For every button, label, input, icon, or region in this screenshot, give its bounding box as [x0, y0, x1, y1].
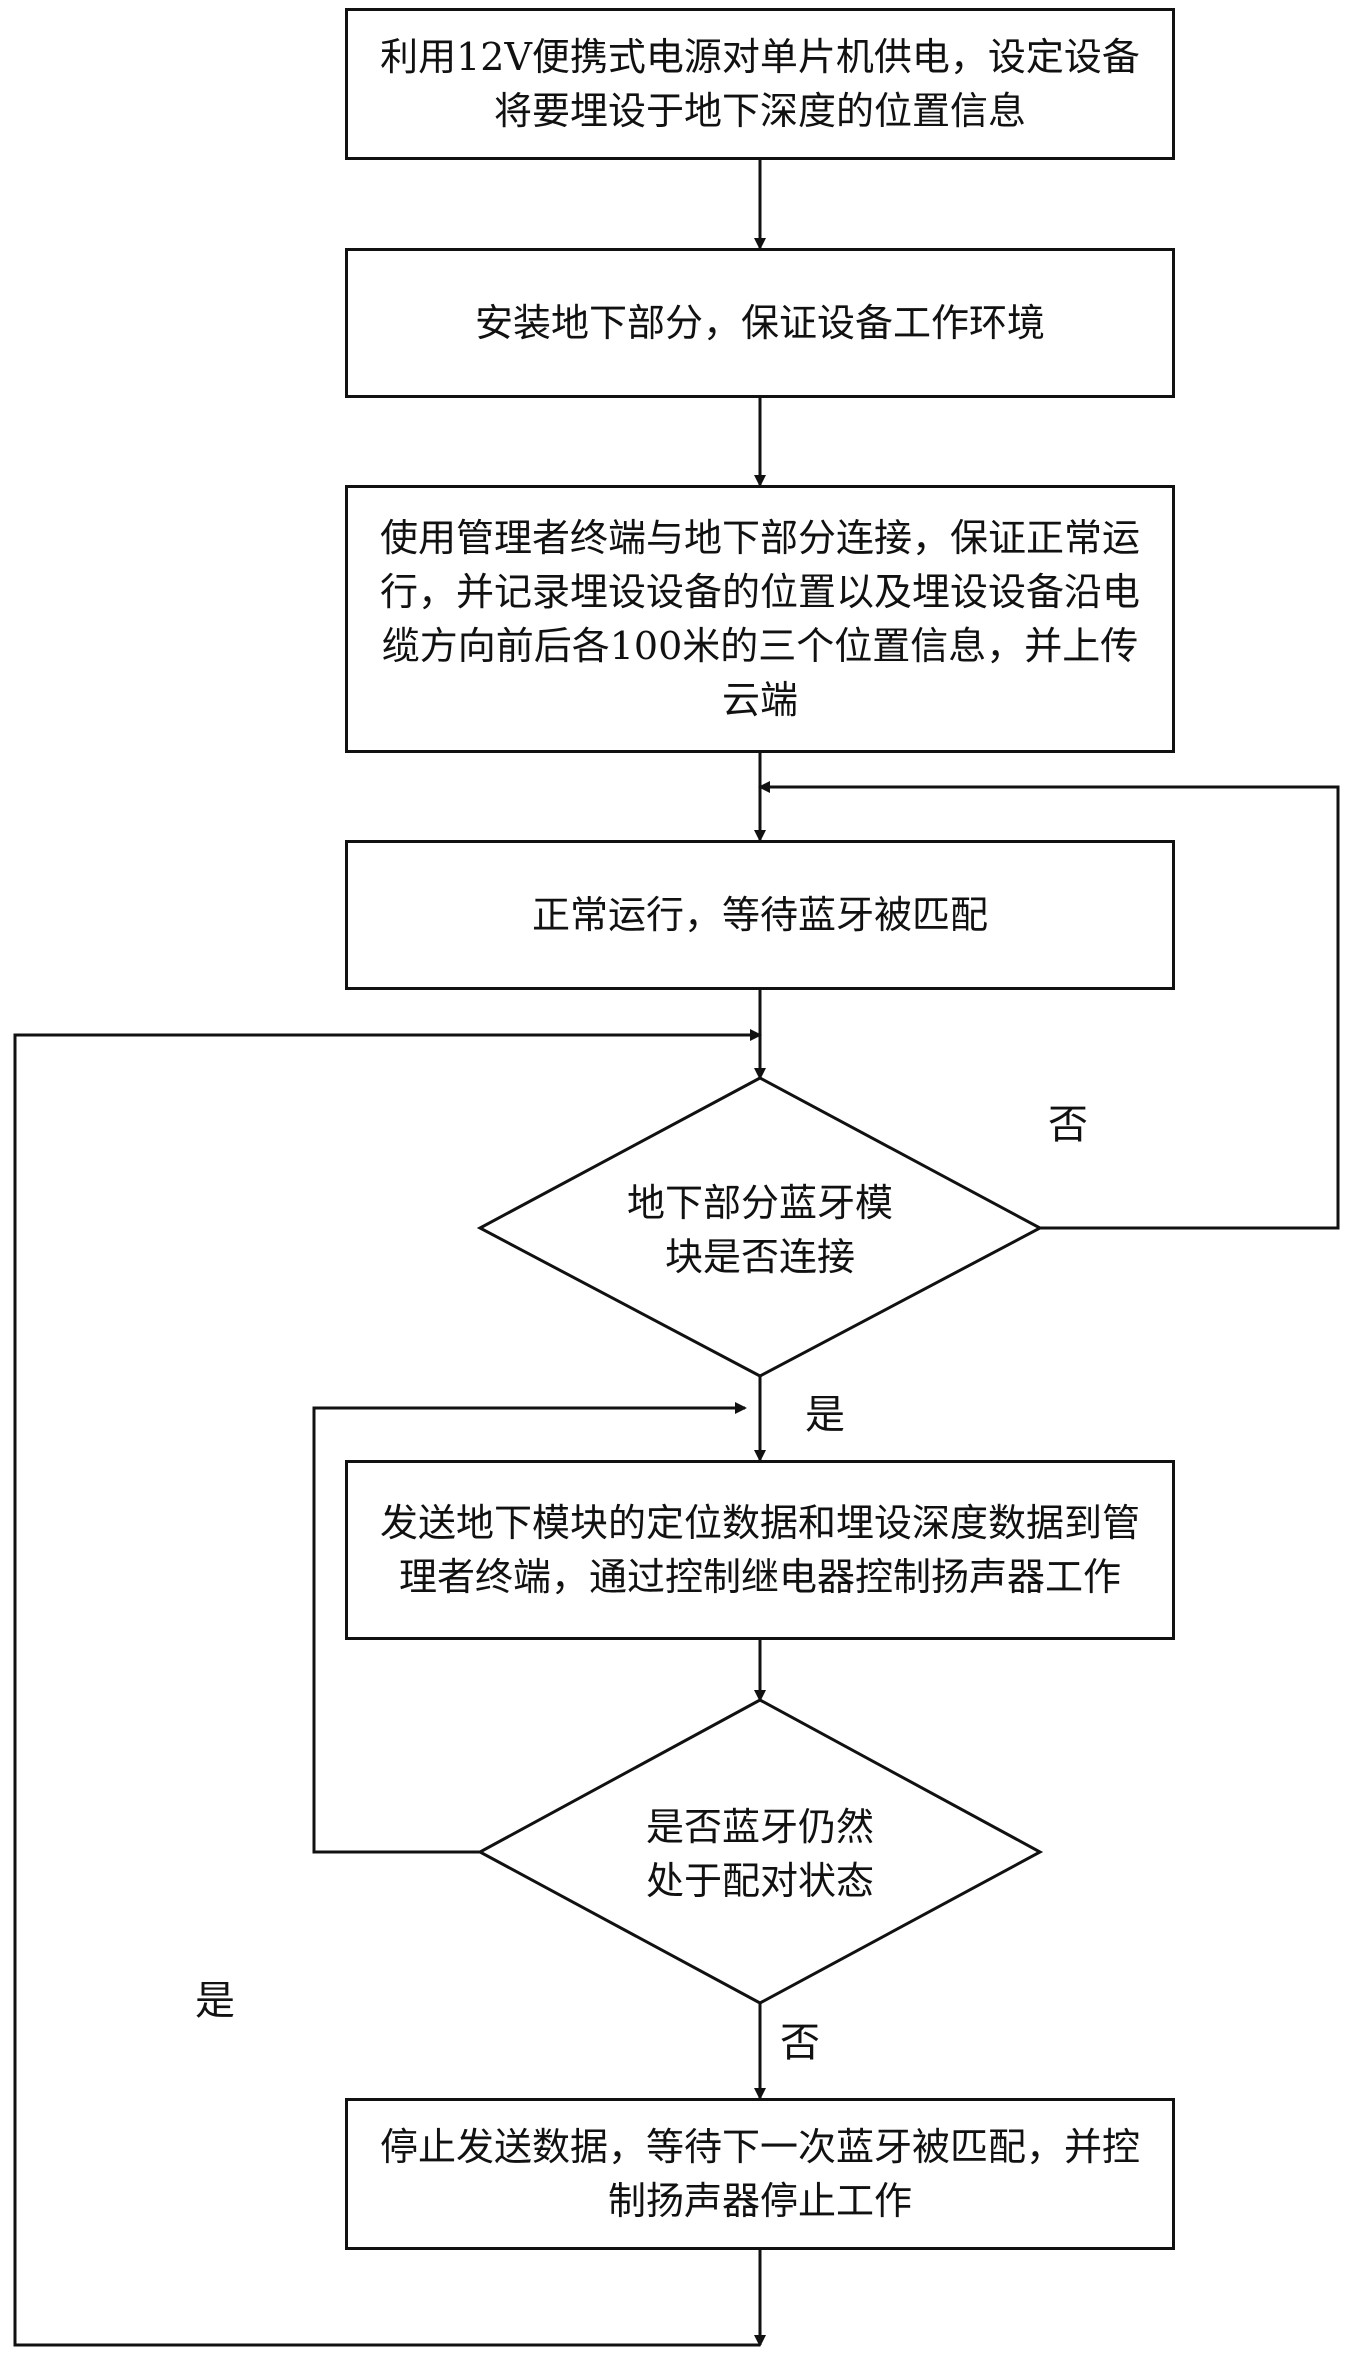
step-send-data-text: 发送地下模块的定位数据和埋设深度数据到管理者终端，通过控制继电器控制扬声器工作 — [379, 1501, 1140, 1599]
step-send-data: 发送地下模块的定位数据和埋设深度数据到管理者终端，通过控制继电器控制扬声器工作 — [345, 1460, 1175, 1640]
loop-decision1-no — [758, 781, 1340, 1230]
loop-decision2-yes — [312, 1402, 747, 1854]
label-decision2-no: 否 — [780, 2020, 820, 2066]
step-power-setup-text: 利用12V便携式电源对单片机供电，设定设备将要埋设于地下深度的位置信息 — [380, 35, 1140, 133]
step-connect-terminal: 使用管理者终端与地下部分连接，保证正常运行，并记录埋设设备的位置以及埋设设备沿电… — [345, 485, 1175, 753]
step-wait-pairing: 正常运行，等待蓝牙被匹配 — [345, 840, 1175, 990]
step-stop-sending: 停止发送数据，等待下一次蓝牙被匹配，并控制扬声器停止工作 — [345, 2098, 1175, 2250]
decision-bluetooth-paired-text: 是否蓝牙仍然处于配对状态 — [645, 1805, 874, 1903]
step-install-underground-text: 安装地下部分，保证设备工作环境 — [474, 301, 1045, 345]
step-wait-pairing-text: 正常运行，等待蓝牙被匹配 — [531, 893, 988, 937]
step-stop-sending-text: 停止发送数据，等待下一次蓝牙被匹配，并控制扬声器停止工作 — [379, 2125, 1140, 2223]
label-decision1-yes: 是 — [805, 1392, 845, 1438]
decision-bluetooth-connected — [476, 1076, 1044, 1378]
decision-bluetooth-connected-text: 地下部分蓝牙模块是否连接 — [626, 1181, 893, 1279]
step-connect-terminal-text: 使用管理者终端与地下部分连接，保证正常运行，并记录埋设设备的位置以及埋设设备沿电… — [379, 516, 1140, 722]
step-install-underground: 安装地下部分，保证设备工作环境 — [345, 248, 1175, 398]
decision-bluetooth-paired — [476, 1698, 1044, 2005]
step-power-setup: 利用12V便携式电源对单片机供电，设定设备将要埋设于地下深度的位置信息 — [345, 8, 1175, 160]
loop-outer-yes — [13, 1029, 762, 2347]
label-decision1-no: 否 — [1048, 1102, 1088, 1148]
label-decision2-yes: 是 — [195, 1978, 235, 2024]
